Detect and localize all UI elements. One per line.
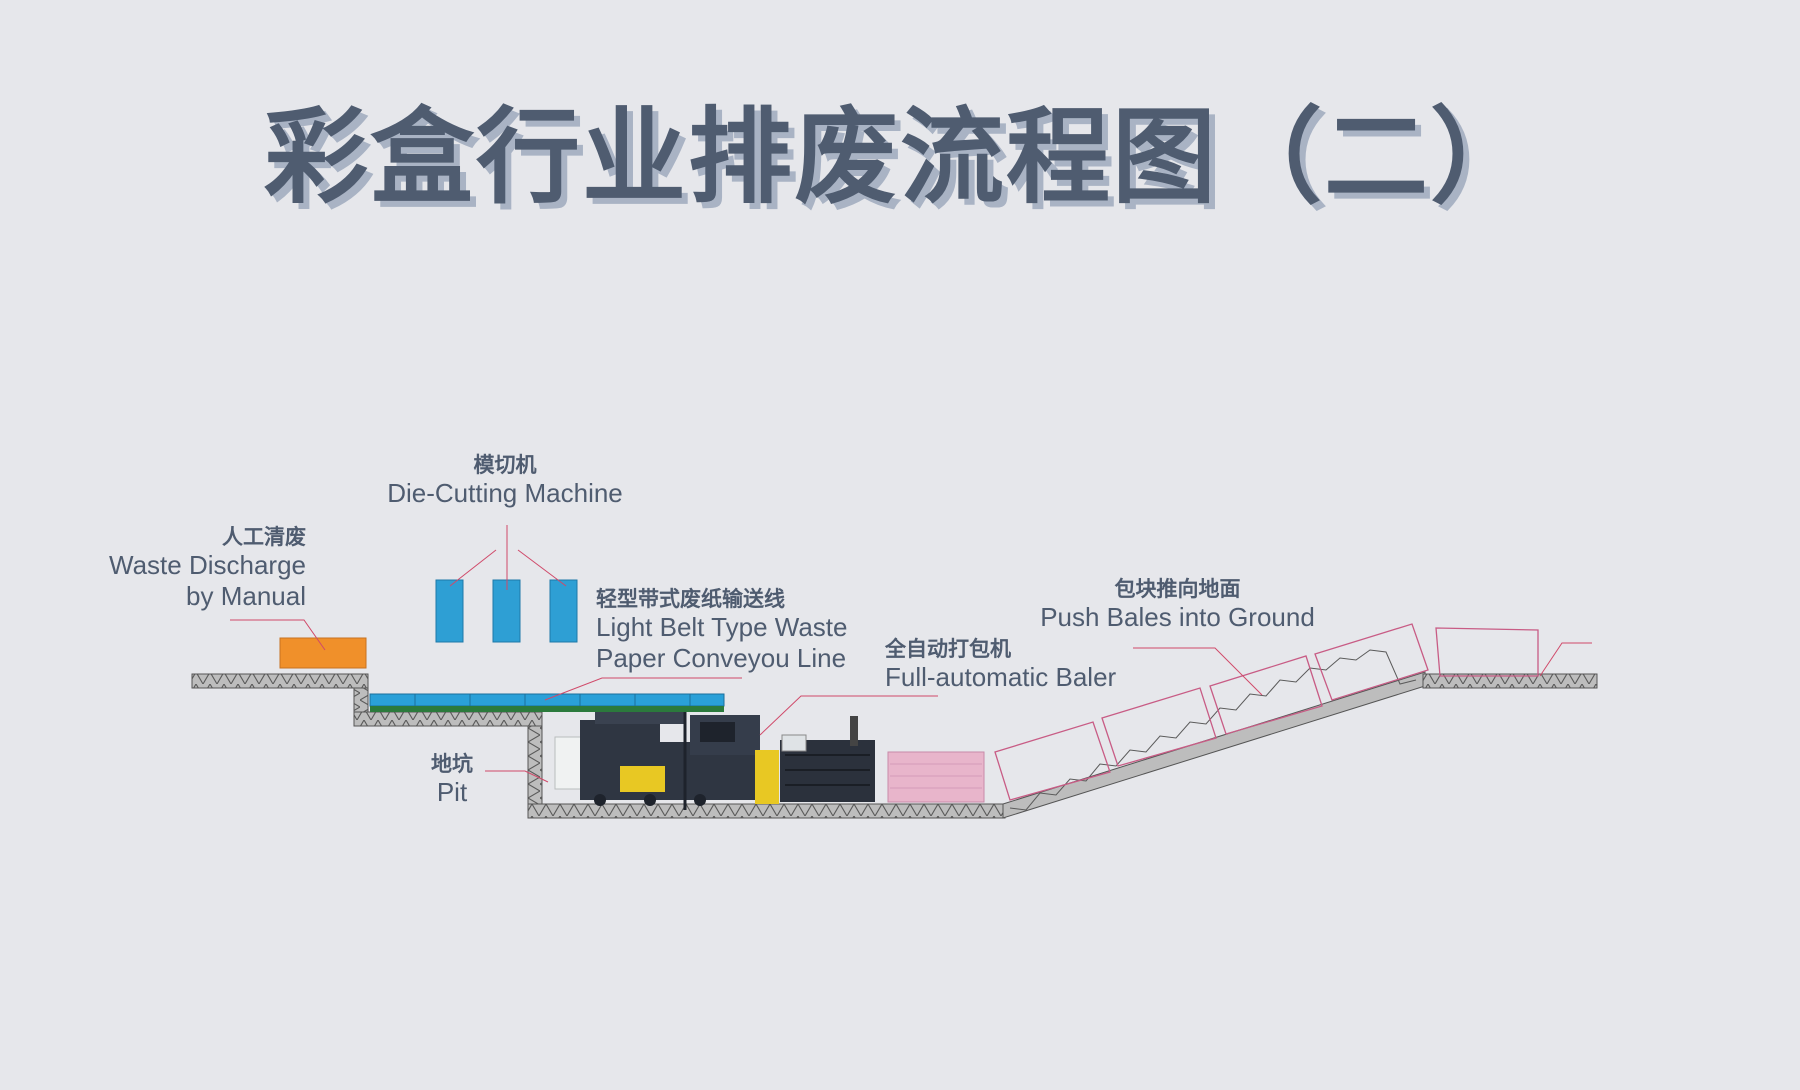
ground-level-floor [1422, 673, 1598, 689]
label-baler-en: Full-automatic Baler [885, 662, 1117, 693]
ground-structure [191, 649, 1598, 819]
belt-conveyor [369, 693, 725, 712]
label-manual: 人工清废 Waste Discharge by Manual [82, 525, 306, 613]
leader-push [1133, 647, 1263, 696]
label-pit: 地坑 Pit [410, 752, 494, 808]
leader-pit [485, 770, 549, 783]
label-conveyor-zh: 轻型带式废纸输送线 [596, 587, 785, 611]
ramp-bales [994, 623, 1539, 801]
cutter-blade [549, 579, 578, 643]
label-push-zh: 包块推向地面 [1114, 577, 1241, 601]
label-conveyor: 轻型带式废纸输送线 Light Belt Type Waste Paper Co… [596, 587, 896, 675]
title-area: 彩盒行业排废流程图（二） [0, 96, 1800, 218]
die-cutter-blades [435, 579, 578, 643]
leader-baler [759, 695, 938, 736]
ramp-bale [1435, 627, 1539, 677]
label-baler: 全自动打包机 Full-automatic Baler [885, 637, 1185, 693]
ramp-bale [1101, 687, 1217, 767]
leader-ground [1539, 642, 1592, 677]
leader-conveyor [544, 677, 742, 701]
upper-floor [191, 673, 369, 689]
label-die-cut-zh: 模切机 [473, 453, 537, 477]
ramp [1002, 671, 1426, 819]
label-pit-zh: 地坑 [431, 752, 473, 776]
ramp-bale [1314, 623, 1429, 701]
leader-die-cut-left [449, 549, 497, 587]
bale-output [887, 751, 985, 803]
label-manual-zh: 人工清废 [222, 525, 306, 549]
cutter-blade [435, 579, 464, 643]
pit-floor [527, 803, 1006, 819]
leader-die-cut-right [517, 549, 567, 587]
label-die-cut-en: Die-Cutting Machine [387, 478, 623, 509]
mid-floor [353, 711, 543, 727]
label-die-cut: 模切机 Die-Cutting Machine [360, 453, 650, 509]
leader-manual [230, 619, 326, 651]
label-conveyor-en-1: Light Belt Type Waste [596, 612, 848, 643]
page-title: 彩盒行业排废流程图（二） [263, 96, 1536, 218]
label-push: 包块推向地面 Push Bales into Ground [1020, 577, 1335, 633]
label-pit-en: Pit [436, 777, 468, 808]
label-manual-en-2: by Manual [186, 581, 306, 612]
waste-box [279, 637, 367, 669]
label-push-en: Push Bales into Ground [1040, 602, 1315, 633]
label-conveyor-en-2: Paper Conveyou Line [596, 643, 847, 674]
label-manual-en-1: Waste Discharge [109, 550, 306, 581]
ramp-bale [994, 721, 1111, 801]
leader-lines [230, 525, 1592, 783]
ramp-bale [1209, 655, 1323, 735]
label-baler-zh: 全自动打包机 [885, 637, 1011, 661]
baler-machine [554, 712, 875, 810]
